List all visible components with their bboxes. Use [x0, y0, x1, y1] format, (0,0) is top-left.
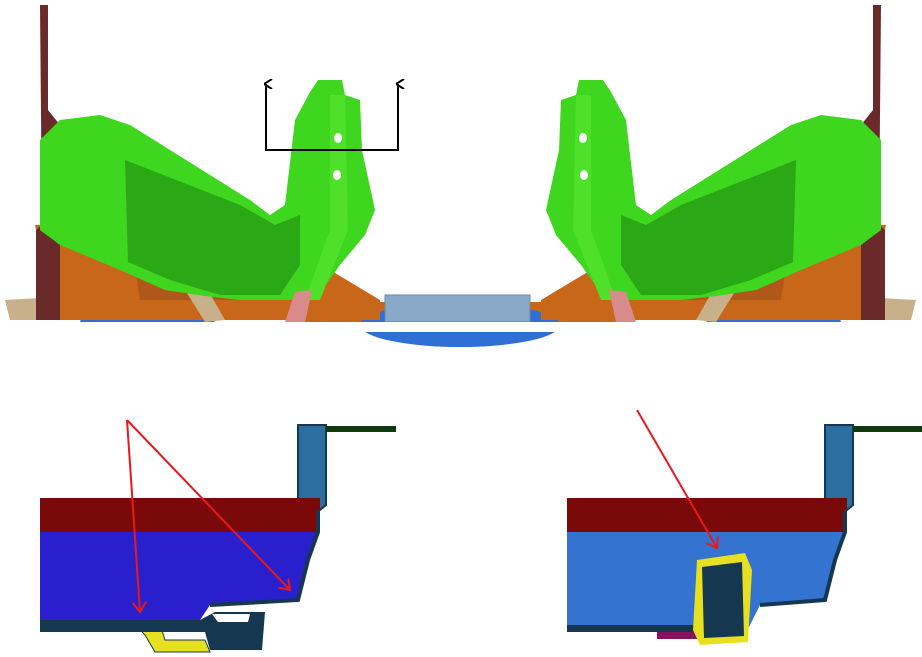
section-right	[566, 409, 922, 645]
blue-outline	[209, 510, 320, 607]
blue-section	[40, 532, 318, 620]
blue-outline	[759, 510, 847, 607]
center-light-blue-block	[384, 294, 531, 323]
white-slot	[212, 614, 250, 622]
section-left	[39, 419, 397, 653]
navy-bottom	[40, 612, 265, 650]
red-arrow	[126, 419, 140, 612]
red-arrow	[636, 409, 717, 548]
right-assembly	[541, 5, 916, 322]
top-clip	[0, 322, 922, 332]
tube-inner	[702, 562, 744, 638]
red-arrow	[126, 419, 290, 590]
left-assembly	[5, 5, 380, 322]
